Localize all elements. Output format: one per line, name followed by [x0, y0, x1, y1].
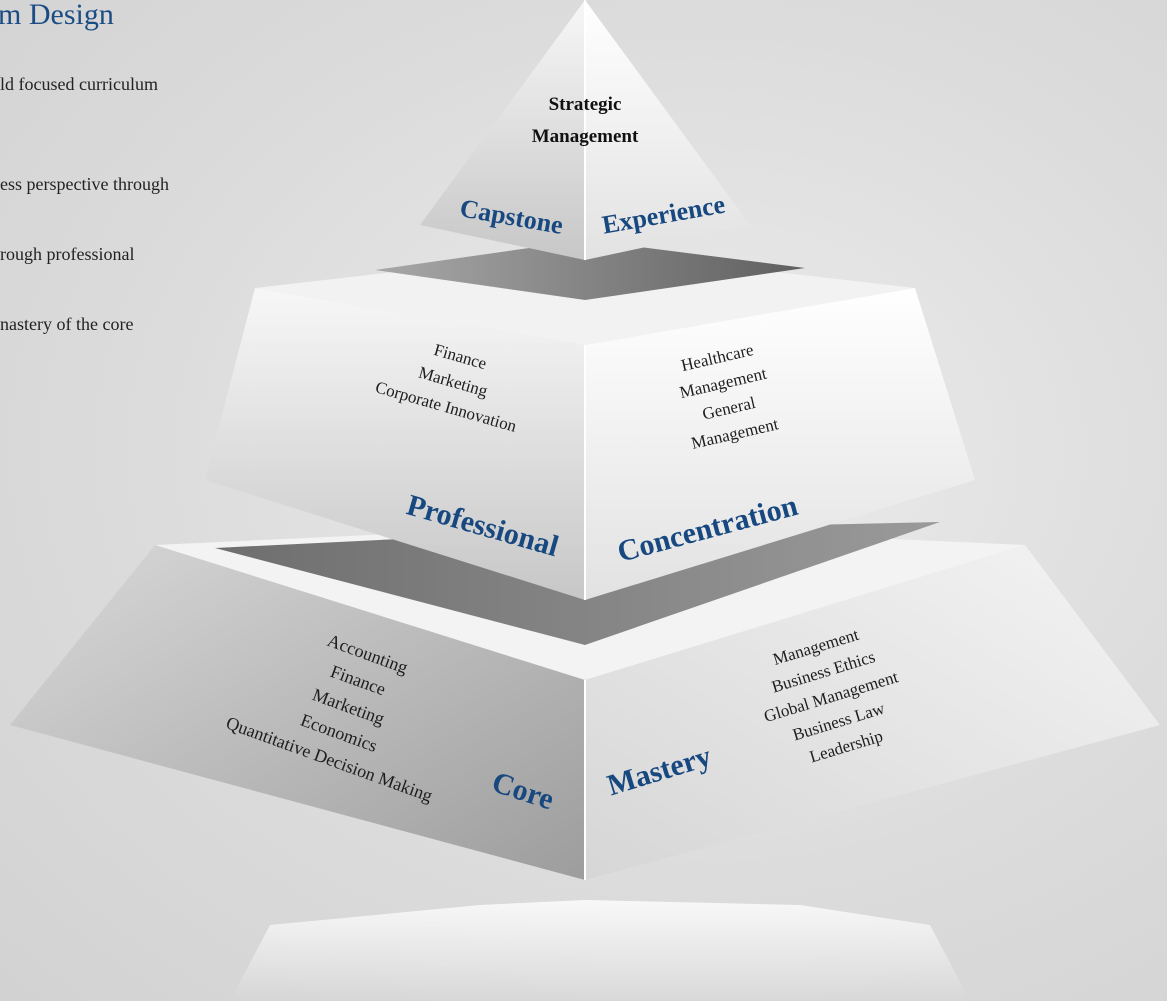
bullet-1: ld focused curriculum [0, 74, 158, 94]
bullet-4: nastery of the core [0, 314, 134, 334]
bullet-2: ess perspective through [0, 174, 169, 194]
pyramid-reflection [230, 900, 970, 1001]
professional-tier-top [375, 240, 805, 300]
core-face [10, 545, 585, 880]
bullet-3: rough professional [0, 244, 135, 264]
capstone-course-line-1: Strategic [549, 94, 622, 115]
mastery-face [585, 545, 1160, 880]
capstone-course-line-2: Management [532, 126, 639, 147]
page-title: m Design [0, 0, 114, 31]
professional-face [205, 288, 585, 600]
experience-face [585, 0, 750, 260]
concentration-face [585, 288, 975, 600]
capstone-face [420, 0, 585, 260]
